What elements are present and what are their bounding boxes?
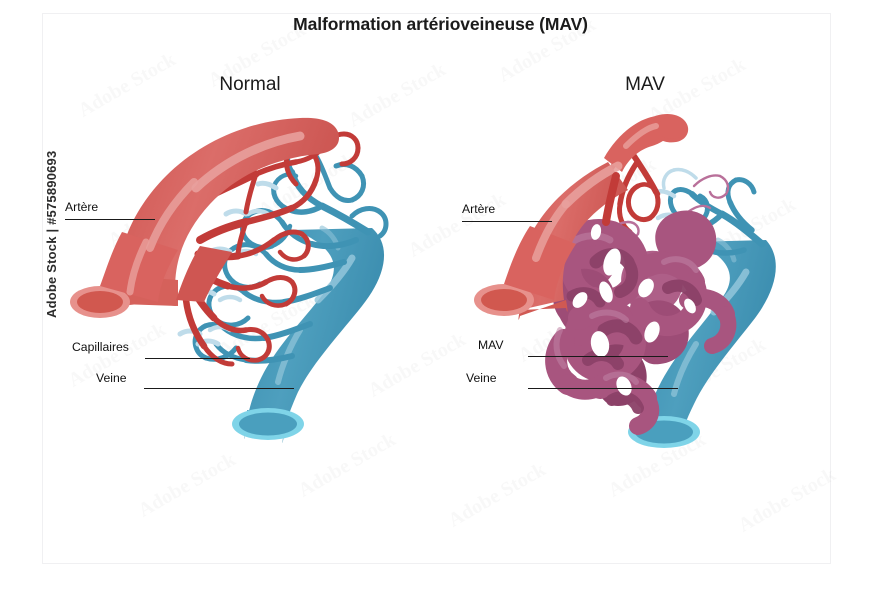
leader-artere-normal bbox=[65, 219, 155, 220]
panel-title-normal: Normal bbox=[219, 74, 281, 95]
mav-nidus bbox=[545, 210, 737, 435]
leader-mav bbox=[528, 356, 668, 357]
leader-veine-mav bbox=[528, 388, 678, 389]
adobe-stock-credit: Adobe Stock | #575890693 bbox=[44, 150, 59, 318]
panel-mav-artwork bbox=[474, 114, 776, 448]
artery-opening-lumen-mav bbox=[481, 289, 527, 311]
nidus-gaps bbox=[572, 224, 696, 396]
label-veine-mav: Veine bbox=[466, 371, 497, 385]
label-mav: MAV bbox=[478, 338, 504, 352]
leader-capillaires-normal bbox=[145, 358, 250, 359]
artery-opening-lumen bbox=[77, 291, 123, 313]
panel-title-mav: MAV bbox=[625, 74, 665, 95]
label-artere-mav: Artère bbox=[462, 202, 496, 216]
leader-artere-mav bbox=[462, 221, 552, 222]
label-capillaires-normal: Capillaires bbox=[72, 340, 129, 354]
artery-normal bbox=[70, 117, 340, 318]
page-title: Malformation artérioveineuse (MAV) bbox=[293, 14, 588, 34]
vein-opening-lumen bbox=[239, 412, 297, 436]
leader-veine-normal bbox=[144, 388, 294, 389]
label-artere-normal: Artère bbox=[65, 200, 99, 214]
label-veine-normal: Veine bbox=[96, 371, 127, 385]
vein-normal bbox=[232, 225, 385, 444]
panel-normal-artwork bbox=[70, 117, 389, 444]
feeding-artery-mav bbox=[474, 114, 689, 320]
